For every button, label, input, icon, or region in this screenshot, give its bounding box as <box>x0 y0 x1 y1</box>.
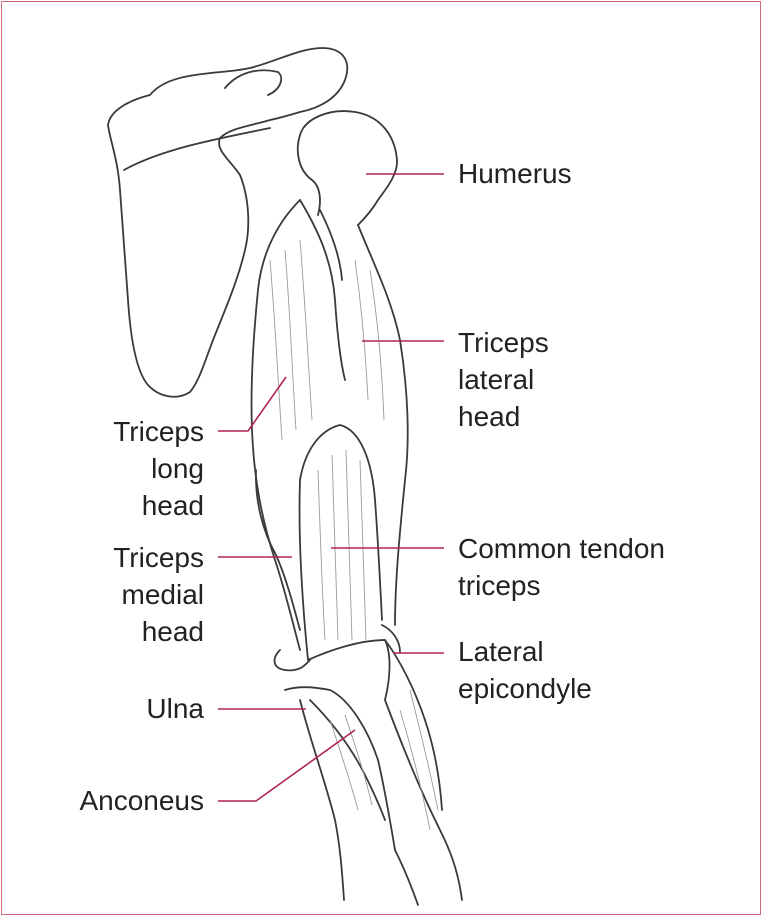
label-line: triceps <box>458 567 665 604</box>
label-triceps-medial-head: Triceps medial head <box>113 539 204 650</box>
label-line: Common tendon <box>458 530 665 567</box>
label-line: head <box>113 487 204 524</box>
label-line: Lateral <box>458 633 592 670</box>
long-head-outline <box>251 200 300 650</box>
label-lateral-epicondyle: Lateral epicondyle <box>458 633 592 707</box>
medial-head-outline <box>256 470 300 630</box>
label-common-tendon-triceps: Common tendon triceps <box>458 530 665 604</box>
forearm-extensors <box>385 640 442 810</box>
arm-lateral-edge <box>358 225 408 625</box>
common-tendon-outline <box>300 425 382 620</box>
label-line: Triceps <box>113 413 204 450</box>
humerus-head <box>300 111 397 225</box>
scapula-ridge <box>124 128 270 170</box>
label-line: lateral <box>458 361 549 398</box>
label-line: Ulna <box>146 690 204 727</box>
label-line: Triceps <box>113 539 204 576</box>
label-ulna: Ulna <box>146 690 204 727</box>
label-line: epicondyle <box>458 670 592 707</box>
label-triceps-long-head: Triceps long head <box>113 413 204 524</box>
label-line: long <box>113 450 204 487</box>
label-triceps-lateral-head: Triceps lateral head <box>458 324 549 435</box>
label-line: head <box>458 398 549 435</box>
label-line: head <box>113 613 204 650</box>
label-line: Humerus <box>458 155 572 192</box>
label-anconeus: Anconeus <box>79 782 204 819</box>
label-line: medial <box>113 576 204 613</box>
anconeus-outline <box>310 700 385 820</box>
acromion <box>225 70 281 95</box>
olecranon <box>275 650 310 670</box>
leader-anconeus <box>218 730 355 801</box>
scapula-outline <box>108 48 347 397</box>
label-line: Triceps <box>458 324 549 361</box>
elbow-joint <box>308 640 390 700</box>
label-line: Anconeus <box>79 782 204 819</box>
label-humerus: Humerus <box>458 155 572 192</box>
